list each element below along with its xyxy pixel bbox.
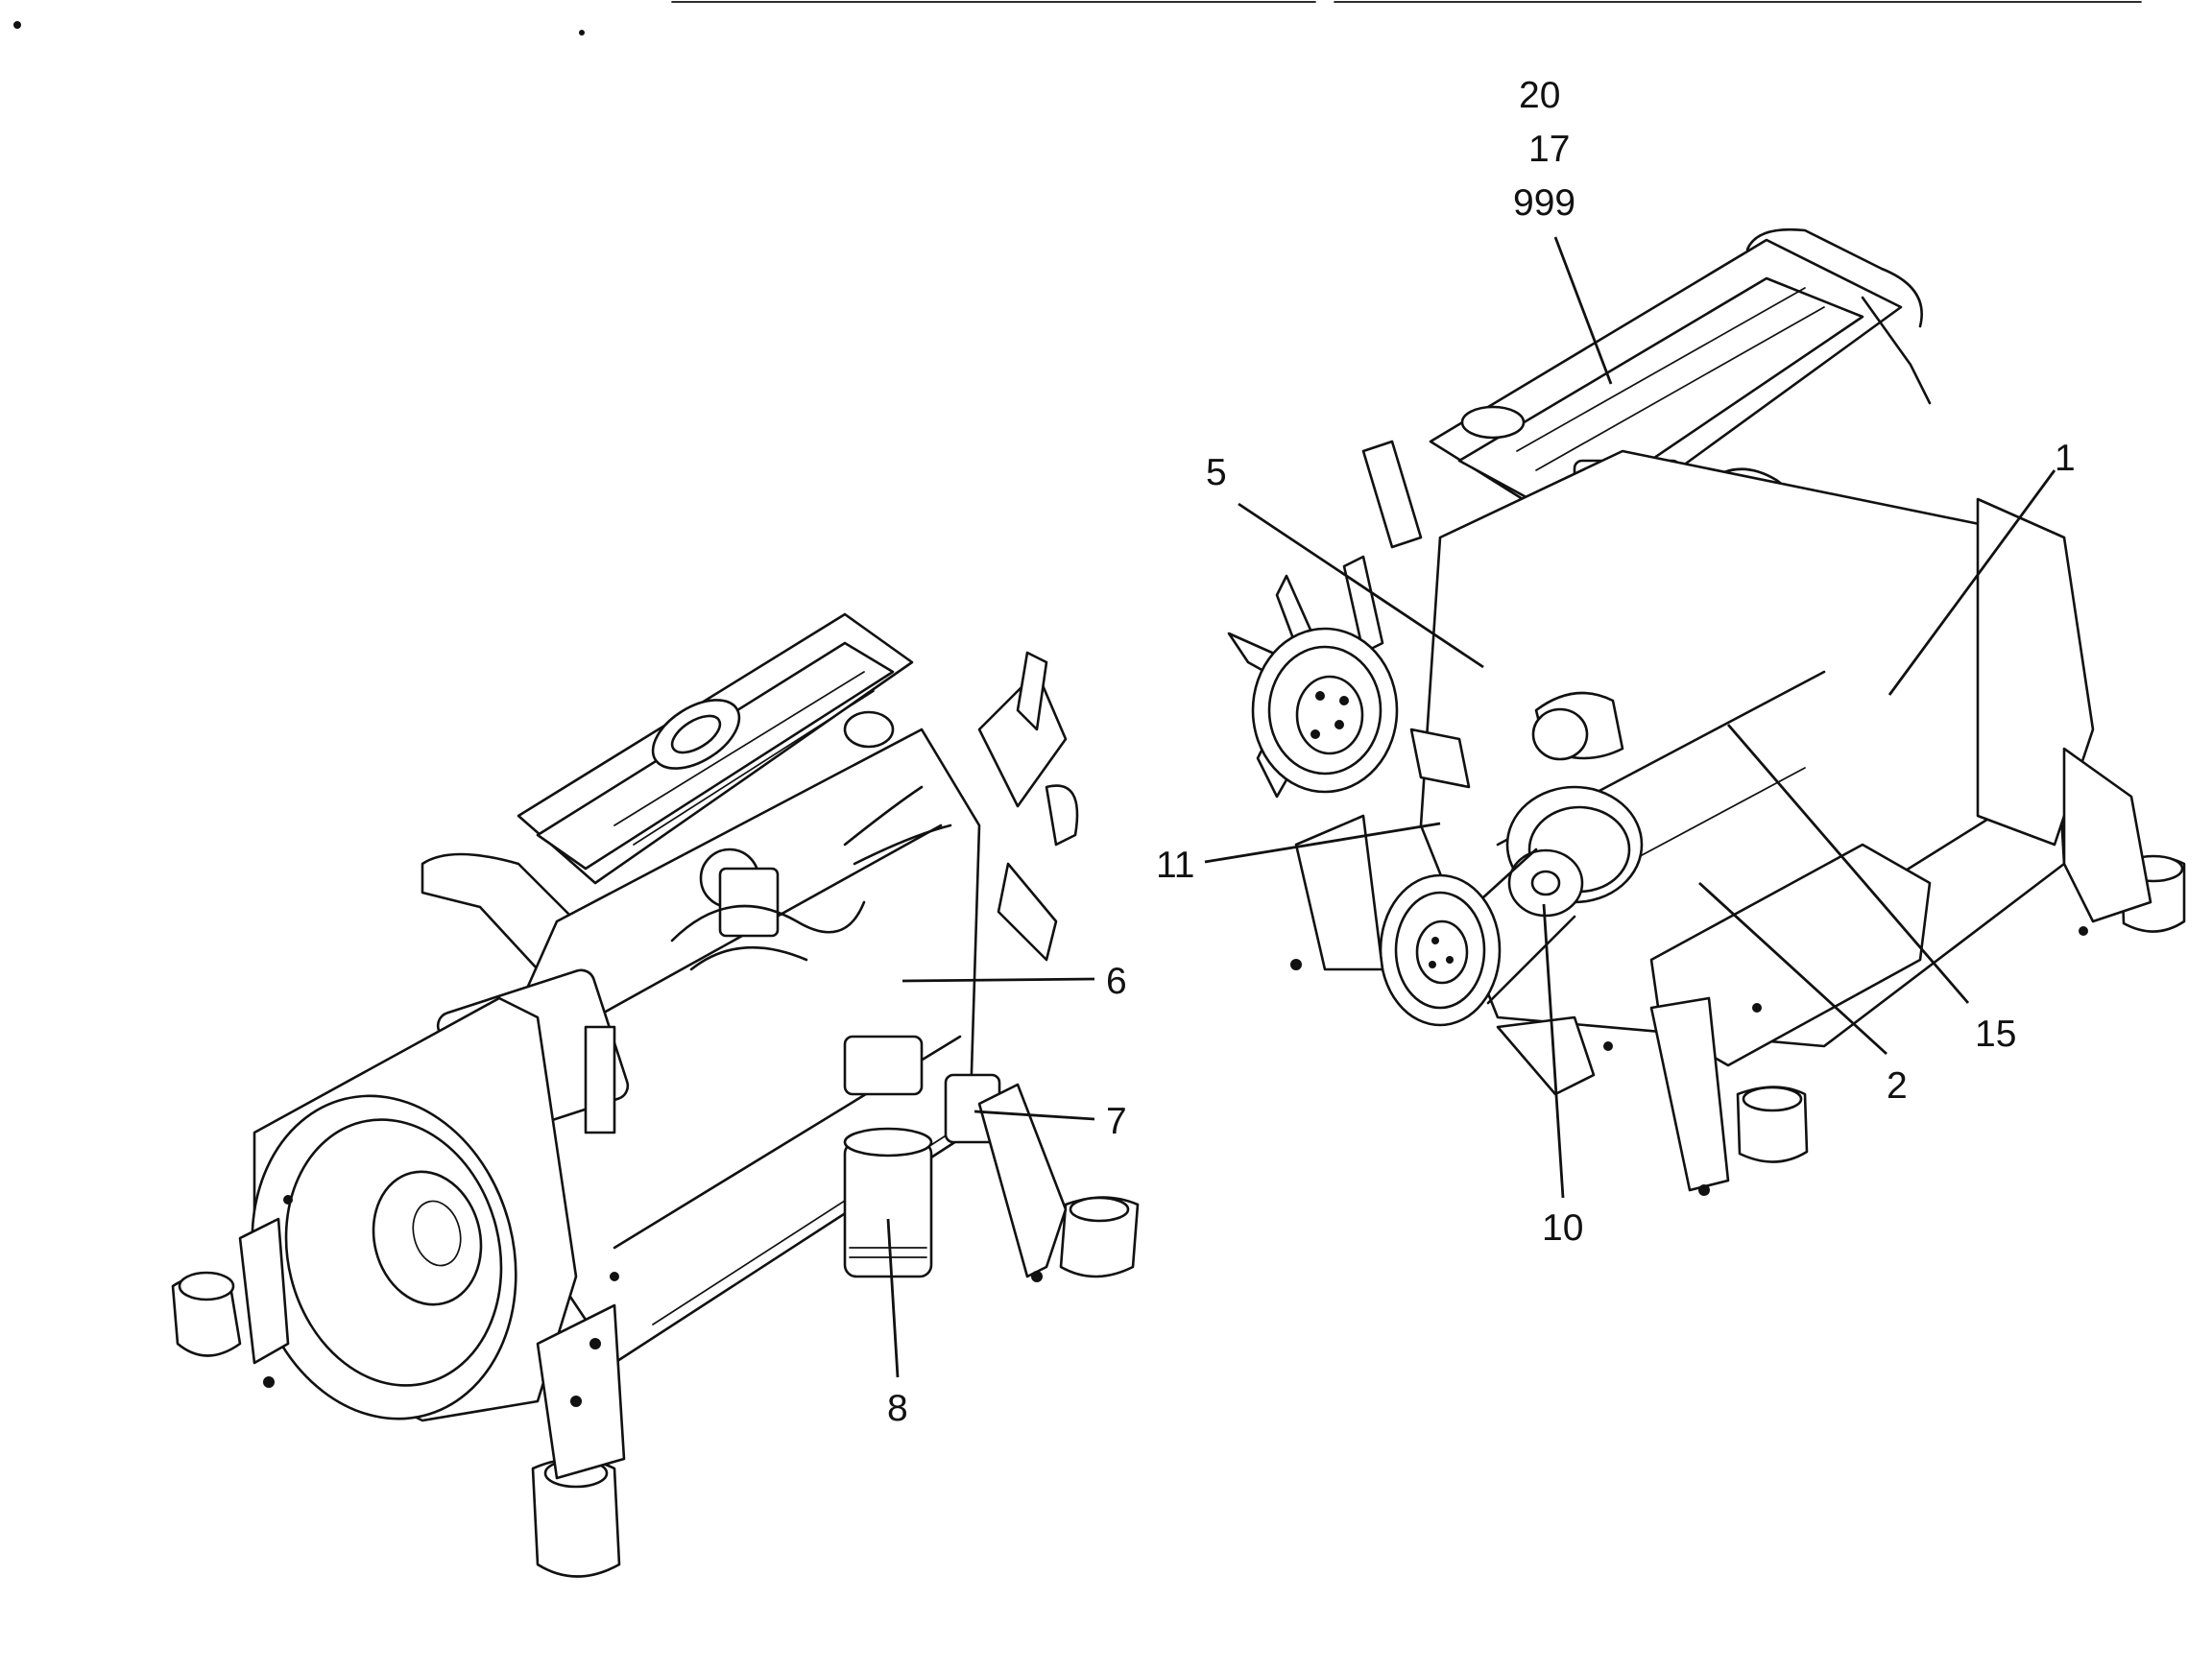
callout-7: 7 xyxy=(1106,1101,1127,1142)
callout-20: 20 xyxy=(1519,75,1560,116)
callout-2: 2 xyxy=(1887,1065,1908,1107)
engine-flywheel-side-view xyxy=(171,612,1140,1578)
callout-labels: 20 17 999 5 1 11 6 7 8 15 2 10 xyxy=(887,75,2076,1429)
callout-1: 1 xyxy=(2055,438,2076,479)
callout-6: 6 xyxy=(1106,961,1127,1002)
callout-999: 999 xyxy=(1513,182,1575,224)
callout-11: 11 xyxy=(1156,845,1195,886)
callout-10: 10 xyxy=(1542,1207,1583,1249)
callout-8: 8 xyxy=(887,1388,908,1429)
top-border-lines xyxy=(13,1,2142,36)
callout-5: 5 xyxy=(1206,452,1227,493)
callout-17: 17 xyxy=(1528,129,1570,170)
engine-pulley-side-view xyxy=(1227,227,2186,1196)
callout-15: 15 xyxy=(1975,1014,2016,1055)
leader-lines xyxy=(886,236,2056,1378)
